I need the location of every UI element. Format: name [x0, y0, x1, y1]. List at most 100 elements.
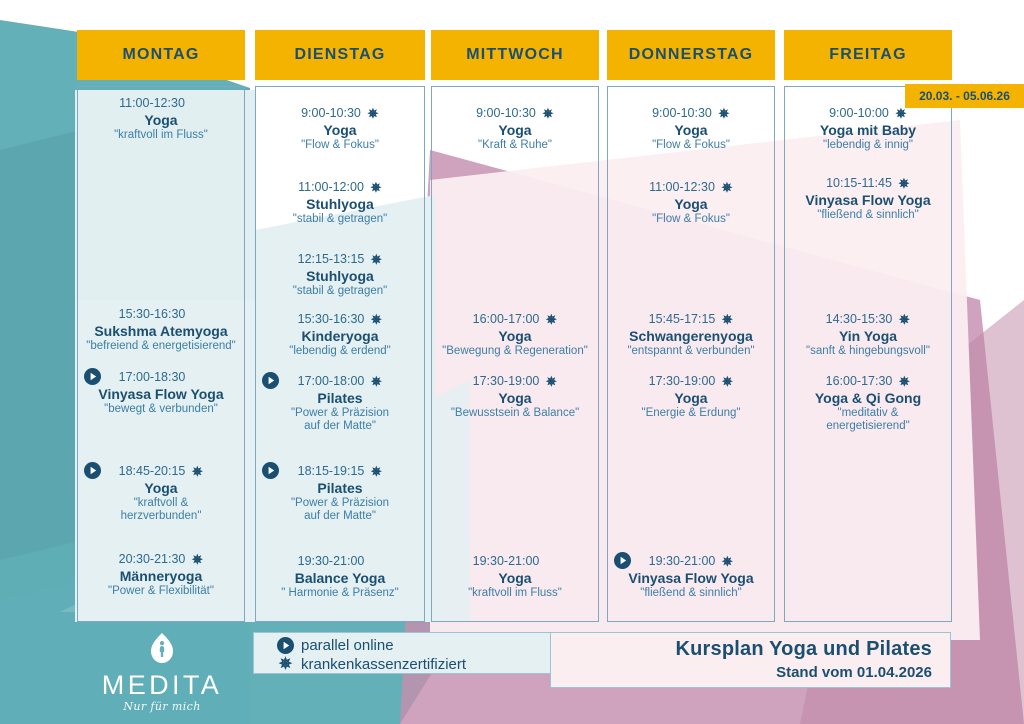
day-tab-dienstag[interactable]: DIENSTAG: [255, 30, 425, 80]
class-entry[interactable]: 9:00-10:30✵Yoga"Kraft & Ruhe": [436, 105, 594, 152]
asterisk-icon: ✵: [370, 251, 382, 267]
class-subtitle: "fließend & sinnlich": [817, 208, 919, 221]
class-entry[interactable]: 11:00-12:30✵Yoga"Flow & Fokus": [612, 179, 770, 226]
class-subtitle: "Flow & Fokus": [652, 212, 730, 225]
asterisk-icon: ✵: [721, 373, 733, 389]
class-time-row: 9:00-10:30✵: [260, 105, 420, 121]
class-entry[interactable]: 10:15-11:45✵Vinyasa Flow Yoga"fließend &…: [789, 175, 947, 222]
date-range-badge: 20.03. - 05.06.26: [905, 84, 1024, 108]
class-entry[interactable]: 19:30-21:00✵Vinyasa Flow Yoga"fließend &…: [612, 552, 770, 600]
class-time: 17:00-18:00: [297, 373, 365, 388]
class-entry[interactable]: 15:30-16:30✵Sukshma Atemyoga"befreiend &…: [82, 306, 240, 353]
class-title: Yoga: [674, 122, 708, 138]
class-entry[interactable]: 17:00-18:30✵Vinyasa Flow Yoga"bewegt & v…: [82, 368, 240, 416]
class-entry[interactable]: 17:30-19:00✵Yoga"Energie & Erdung": [612, 373, 770, 420]
class-entry[interactable]: 9:00-10:30✵Yoga"Flow & Fokus": [612, 105, 770, 152]
class-time: 11:00-12:00: [298, 179, 364, 194]
play-circle-icon: [277, 637, 294, 654]
class-entry[interactable]: 16:00-17:00✵Yoga"Bewegung & Regeneration…: [436, 311, 594, 358]
asterisk-icon: ✵: [898, 175, 910, 191]
class-entry[interactable]: 9:00-10:00✵Yoga mit Baby"lebendig & inni…: [789, 105, 947, 152]
class-entry[interactable]: 15:45-17:15✵Schwangerenyoga"entspannt & …: [612, 311, 770, 358]
plan-title: Kursplan Yoga und Pilates: [675, 638, 932, 660]
asterisk-icon: ✵: [542, 105, 554, 121]
day-tab-mittwoch[interactable]: MITTWOCH: [431, 30, 599, 80]
class-subtitle: "Bewegung & Regeneration": [442, 344, 588, 357]
class-time-row: 12:15-13:15✵: [260, 251, 420, 267]
play-circle-icon[interactable]: [84, 462, 101, 479]
play-circle-icon[interactable]: [614, 552, 631, 569]
legend-row-certified: ✵ krankenkassenzertifiziert: [277, 655, 552, 674]
legend-box: parallel online ✵ krankenkassenzertifizi…: [253, 632, 553, 674]
day-tab-montag[interactable]: MONTAG: [77, 30, 245, 80]
class-time: 9:00-10:30: [476, 105, 536, 120]
play-circle-icon[interactable]: [84, 368, 101, 385]
class-subtitle: "bewegt & verbunden": [104, 402, 218, 415]
class-entry[interactable]: 17:30-19:00✵Yoga"Bewusstsein & Balance": [436, 373, 594, 420]
class-entry[interactable]: 11:00-12:00✵Stuhlyoga"stabil & getragen": [260, 179, 420, 226]
day-column-body: 11:00-12:30✵Yoga"kraftvoll im Fluss" 15:3…: [78, 87, 244, 621]
class-time-row: 11:00-12:30✵: [612, 179, 770, 195]
class-entry[interactable]: 19:30-21:00✵Yoga"kraftvoll im Fluss": [436, 553, 594, 600]
day-tab-freitag[interactable]: FREITAG: [784, 30, 952, 80]
class-title: Yoga: [674, 390, 708, 406]
class-entry[interactable]: 15:30-16:30✵Kinderyoga"lebendig & erdend…: [260, 311, 420, 358]
class-entry[interactable]: 16:00-17:30✵Yoga & Qi Gong"meditativ &en…: [789, 373, 947, 433]
asterisk-icon: ✵: [191, 463, 203, 479]
class-time: 9:00-10:30: [652, 105, 712, 120]
class-time-row: 16:00-17:30✵: [789, 373, 947, 389]
class-entry[interactable]: 11:00-12:30✵Yoga"kraftvoll im Fluss": [82, 95, 240, 142]
class-entry[interactable]: 18:45-20:15✵Yoga"kraftvoll &herzverbunde…: [82, 462, 240, 523]
class-entry[interactable]: 19:30-21:00✵Balance Yoga" Harmonie & Prä…: [260, 553, 420, 600]
class-time-row: 17:00-18:00✵: [260, 372, 420, 389]
class-time-row: 10:15-11:45✵: [789, 175, 947, 191]
teal-wash-monday-top: [75, 90, 255, 300]
class-time: 15:30-16:30: [118, 306, 186, 321]
class-title: Yoga & Qi Gong: [814, 390, 922, 406]
class-entry[interactable]: 20:30-21:30✵Männeryoga"Power & Flexibili…: [82, 551, 240, 598]
class-time: 14:30-15:30: [825, 311, 893, 326]
asterisk-icon: ✵: [898, 311, 910, 327]
class-time-row: 20:30-21:30✵: [82, 551, 240, 567]
logo-brand: MEDITA: [101, 670, 223, 700]
teal-wash-wednesday: [430, 380, 470, 622]
class-time-row: 15:45-17:15✵: [612, 311, 770, 327]
legend-certified-label: krankenkassenzertifiziert: [301, 656, 467, 673]
class-title: Yoga: [144, 112, 178, 128]
legend-row-online: parallel online: [277, 636, 552, 655]
class-title: Stuhlyoga: [306, 268, 374, 284]
class-subtitle: "Power & Flexibilität": [108, 584, 214, 597]
class-subtitle: "sanft & hingebungsvoll": [806, 344, 930, 357]
plan-subtitle: Stand vom 01.04.2026: [776, 664, 932, 681]
class-title: Yoga: [498, 570, 532, 586]
day-column-dienstag: 9:00-10:30✵Yoga"Flow & Fokus" 11:00-12:00…: [255, 86, 425, 622]
play-circle-icon[interactable]: [262, 462, 279, 479]
play-circle-icon[interactable]: [262, 372, 279, 389]
day-tab-donnerstag[interactable]: DONNERSTAG: [607, 30, 775, 80]
class-time: 19:30-21:00: [648, 553, 716, 568]
class-entry[interactable]: 14:30-15:30✵Yin Yoga"sanft & hingebungsv…: [789, 311, 947, 358]
class-entry[interactable]: 12:15-13:15✵Stuhlyoga"stabil & getragen": [260, 251, 420, 298]
asterisk-icon: ✵: [721, 311, 733, 327]
day-column-montag: 11:00-12:30✵Yoga"kraftvoll im Fluss" 15:3…: [77, 86, 245, 622]
class-title: Yoga: [323, 122, 357, 138]
class-subtitle: "stabil & getragen": [292, 284, 388, 297]
class-title: Pilates: [317, 390, 363, 406]
class-time: 19:30-21:00: [297, 553, 365, 568]
leaf-drop-icon: [151, 633, 173, 663]
class-time: 18:15-19:15: [297, 463, 365, 478]
class-time: 18:45-20:15: [118, 463, 186, 478]
day-tab-label: MITTWOCH: [466, 46, 564, 63]
class-time-row: 9:00-10:30✵: [612, 105, 770, 121]
asterisk-icon: ✵: [895, 105, 907, 121]
class-time-row: 18:45-20:15 ✵: [82, 462, 240, 479]
class-entry[interactable]: 9:00-10:30✵Yoga"Flow & Fokus": [260, 105, 420, 152]
class-subtitle: "entspannt & verbunden": [627, 344, 755, 357]
class-subtitle: "kraftvoll im Fluss": [468, 586, 562, 599]
day-tab-label: FREITAG: [829, 46, 907, 63]
class-time-row: 17:30-19:00✵: [436, 373, 594, 389]
